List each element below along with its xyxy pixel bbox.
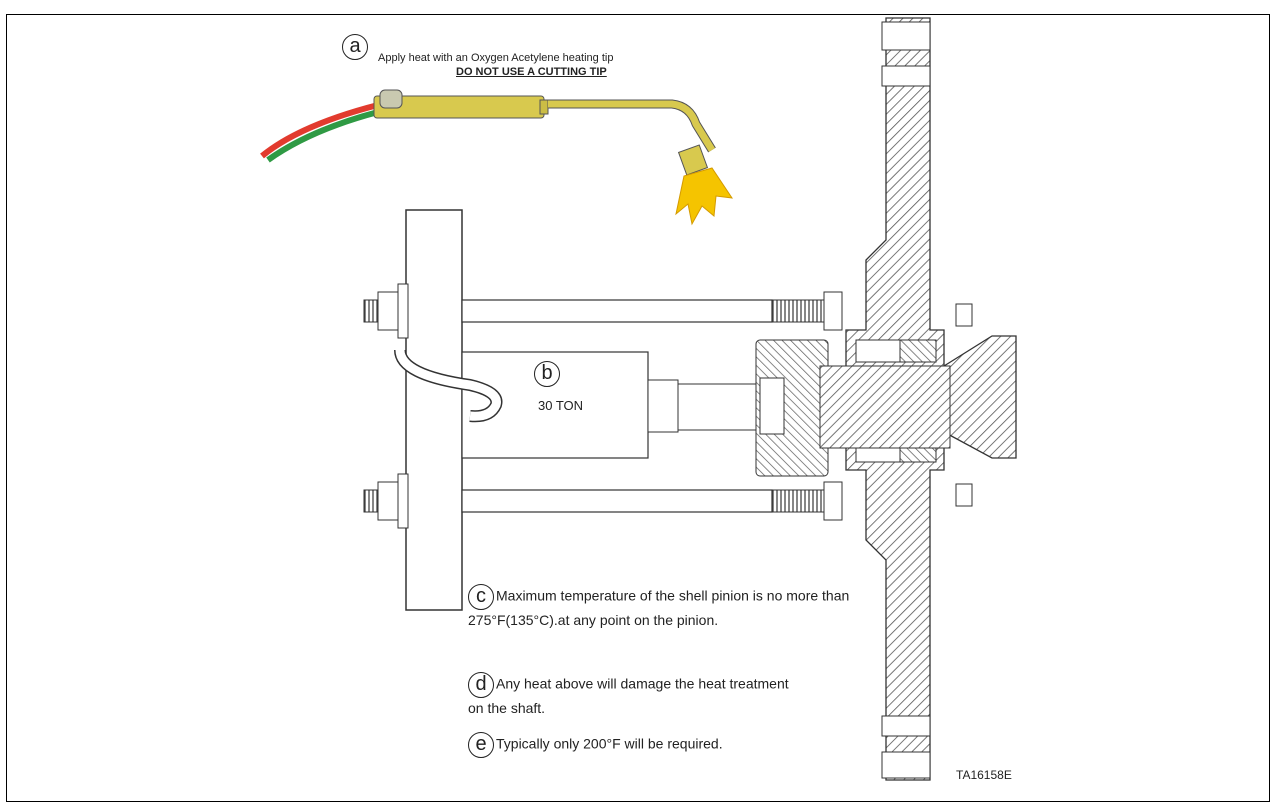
figure-id: TA16158E: [956, 768, 1012, 782]
callout-c-marker: c: [468, 584, 494, 610]
note-d-text: Any heat above will damage the heat trea…: [468, 675, 789, 716]
callout-a-marker: a: [342, 34, 368, 60]
upper-tie-rod: [363, 283, 843, 339]
callout-a-warning: DO NOT USE A CUTTING TIP: [456, 66, 607, 78]
lower-tie-rod: [363, 473, 843, 529]
figure-frame: [6, 14, 1270, 802]
back-plate: [405, 209, 463, 611]
shell-pinion-section: [755, 17, 1017, 781]
ram-capacity-label: 30 TON: [538, 398, 584, 413]
callout-d-marker: d: [468, 672, 494, 698]
note-e-text: Typically only 200°F will be required.: [496, 735, 723, 752]
callout-b-marker: b: [534, 361, 560, 387]
torch-icon: [260, 89, 734, 226]
callout-e-marker: e: [468, 732, 494, 758]
callout-a-text: Apply heat with an Oxygen Acetylene heat…: [378, 52, 614, 64]
note-c-text: Maximum temperature of the shell pinion …: [468, 587, 850, 628]
